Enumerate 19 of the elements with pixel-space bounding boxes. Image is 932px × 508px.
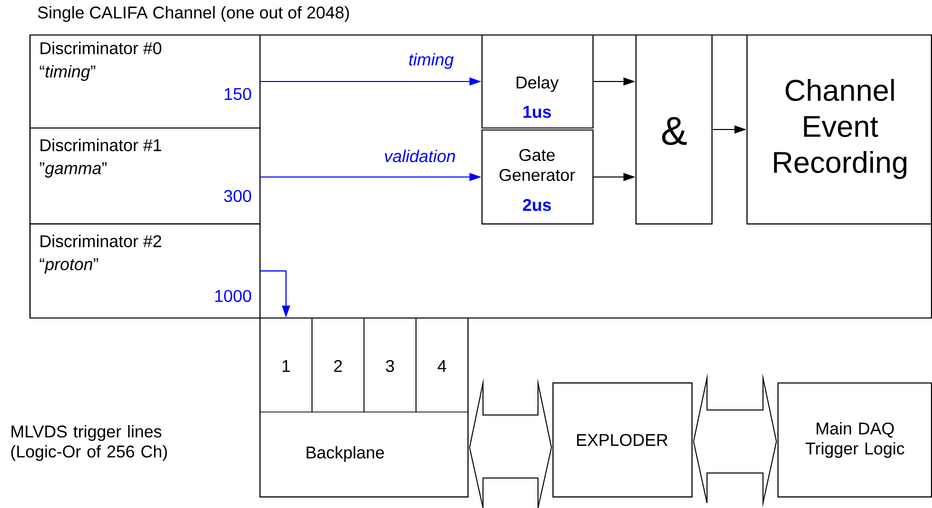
block-arrow bbox=[469, 378, 552, 508]
node-label: Single CALIFA Channel (one out of 2048) bbox=[38, 6, 349, 22]
process-box: Discriminator #0 “timing” 150 bbox=[29, 34, 261, 129]
process-box: Discriminator #2 “proton” 1000 bbox=[29, 223, 261, 319]
slot-cell: 2 bbox=[312, 318, 364, 412]
edge-label: timing bbox=[409, 53, 454, 69]
process-box: Channel Event Recording bbox=[746, 34, 932, 225]
process-box: Delay 1us bbox=[481, 34, 594, 129]
process-box: Discriminator #1 ”gamma” 300 bbox=[29, 127, 261, 225]
process-box: Gate Generator 2us bbox=[481, 129, 594, 225]
slot-cell: 1 bbox=[260, 318, 312, 412]
process-box: EXPLODER bbox=[552, 382, 693, 498]
slot-cell: 4 bbox=[416, 318, 468, 412]
annotation-text: MLVDS trigger lines (Logic-Or of 256 Ch) bbox=[11, 425, 167, 461]
and-gate-box: & bbox=[635, 34, 713, 225]
slot-cell: 3 bbox=[364, 318, 416, 412]
block-arrow bbox=[693, 373, 777, 508]
process-box: Main DAQ Trigger Logic bbox=[777, 382, 932, 498]
edge-label: validation bbox=[384, 150, 456, 162]
